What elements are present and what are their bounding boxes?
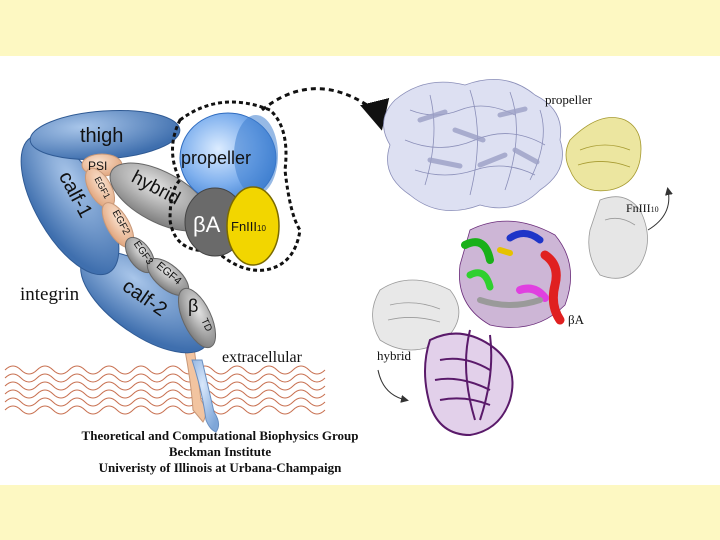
svg-text:βA: βA — [193, 212, 221, 237]
membrane — [4, 365, 326, 415]
label-psi: PSI — [88, 159, 107, 173]
label-thigh: thigh — [80, 125, 123, 147]
credits-block: Theoretical and Computational Biophysics… — [50, 428, 390, 476]
beta-td-domain — [177, 287, 217, 349]
svg-text:β: β — [188, 296, 198, 316]
credits-institute: Beckman Institute — [168, 444, 272, 459]
propeller-back — [234, 115, 278, 195]
label-beta-a: βA — [193, 212, 221, 237]
bottom-banner — [0, 485, 720, 540]
structure-beta-a — [458, 220, 571, 328]
structure-label-propeller: propeller — [545, 92, 593, 107]
protein-structure — [372, 79, 673, 437]
credits-university: Univeristy of Illinois at Urbana-Champai… — [98, 460, 342, 475]
structure-fniii10 — [565, 117, 642, 192]
svg-text:TD: TD — [198, 317, 214, 334]
dashed-arrow — [261, 87, 390, 131]
top-banner — [0, 0, 720, 56]
structure-label-fniii10: FnIII10 — [626, 201, 659, 215]
structure-propeller — [383, 79, 563, 211]
label-propeller: propeller — [181, 148, 251, 168]
structure-label-hybrid: hybrid — [377, 348, 411, 363]
svg-text:FnIII10: FnIII10 — [626, 201, 659, 215]
credits-group: Theoretical and Computational Biophysics… — [81, 428, 359, 443]
label-integrin: integrin — [20, 284, 80, 305]
label-extracellular: extracellular — [222, 349, 303, 366]
fniii10-domain — [226, 186, 280, 266]
structure-hybrid — [424, 329, 514, 437]
headpiece-outline — [168, 100, 302, 272]
label-fniii10: FnIII10 — [231, 219, 266, 234]
label-beta-td: β TD — [188, 296, 214, 333]
svg-text:FnIII10: FnIII10 — [231, 219, 266, 234]
structure-label-beta-a: βA — [568, 312, 585, 327]
transmembrane-stems — [182, 339, 220, 433]
